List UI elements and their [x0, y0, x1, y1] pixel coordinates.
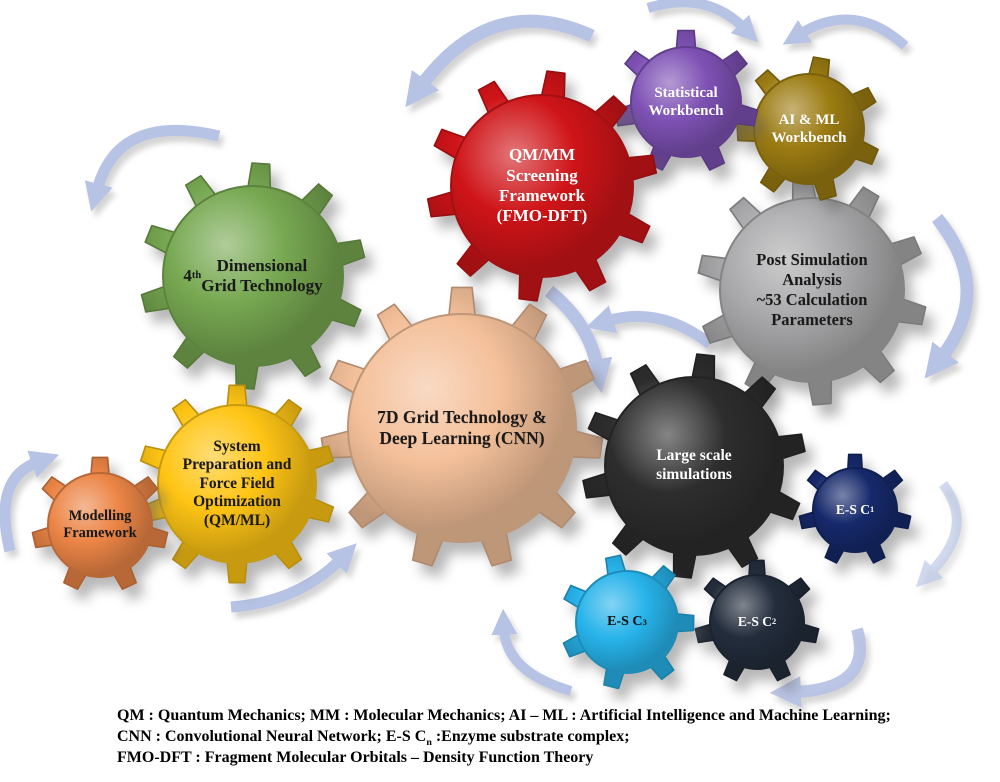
gear-qmmm-screening-framework: QM/MM Screening Framework (FMO-DFT)	[421, 65, 663, 307]
gear-label-statistical-workbench: Statistical Workbench	[648, 85, 724, 119]
gear-shape-icon	[140, 162, 366, 390]
legend-line-1: QM : Quantum Mechanics; MM : Molecular M…	[117, 707, 891, 724]
curved-arrow-top-mid-icon	[646, 0, 759, 43]
gear-label-ai-ml-workbench: AI & ML Workbench	[771, 112, 847, 146]
curved-arrow-bottom-mid-icon	[491, 608, 573, 696]
curved-arrow-green-icon	[84, 124, 221, 212]
legend-caption: QM : Quantum Mechanics; MM : Molecular M…	[117, 705, 987, 768]
gear-shape-icon	[697, 174, 927, 406]
gear-shape-icon	[562, 554, 695, 690]
curved-arrow-navy-icon	[915, 480, 962, 588]
curved-arrow-far-left-icon	[0, 450, 60, 553]
gear-statistical-workbench: Statistical Workbench	[608, 24, 764, 180]
gear-system-preparation-force-field: System Preparation and Force Field Optim…	[132, 379, 342, 589]
gear-label-modelling-framework: Modelling Framework	[63, 507, 137, 541]
gear-large-scale-simulations: Large scale simulations	[576, 348, 812, 584]
curved-arrow-bottom-left-icon	[230, 543, 357, 613]
gear-post-simulation-analysis: Post Simulation Analysis ~53 Calculation…	[691, 169, 933, 411]
curved-arrow-top-right-icon	[782, 14, 909, 50]
gear-shape-icon	[31, 456, 169, 590]
gear-label-large-scale-simulations: Large scale simulations	[656, 447, 732, 483]
gear-label-system-preparation-force-field: System Preparation and Force Field Optim…	[182, 437, 292, 529]
gear-shape-icon	[736, 56, 879, 201]
gear-label-qmmm-screening-framework: QM/MM Screening Framework (FMO-DFT)	[496, 145, 588, 226]
gear-shape-icon	[694, 559, 820, 682]
gear-label-7d-grid-technology-deep-learning: 7D Grid Technology & Deep Learning (CNN)	[377, 407, 547, 448]
curved-arrow-right-icon	[924, 213, 974, 379]
gear-ai-ml-workbench: AI & ML Workbench	[731, 51, 887, 207]
gear-shape-icon	[426, 70, 658, 302]
curved-arrow-mid-left-icon	[585, 305, 714, 349]
gear-shape-icon	[320, 286, 604, 567]
gear-shape-icon	[582, 353, 806, 579]
gear-modelling-framework: Modelling Framework	[26, 451, 174, 599]
curved-arrow-bottom-right-icon	[769, 627, 866, 708]
curved-arrow-mid-down-icon	[544, 285, 613, 393]
gear-label-post-simulation-analysis: Post Simulation Analysis ~53 Calculation…	[756, 250, 868, 329]
legend-line-2: CNN : Convolutional Neural Network; E-S …	[117, 728, 630, 749]
curved-arrow-top-left-icon	[405, 14, 595, 108]
gear-shape-icon	[613, 29, 759, 171]
gear-shape-icon	[798, 453, 912, 564]
legend-line-3: FMO-DFT : Fragment Molecular Orbitals – …	[117, 749, 594, 766]
gear-7d-grid-technology-deep-learning: 7D Grid Technology & Deep Learning (CNN)	[315, 281, 609, 575]
gear-shape-icon	[139, 384, 335, 584]
